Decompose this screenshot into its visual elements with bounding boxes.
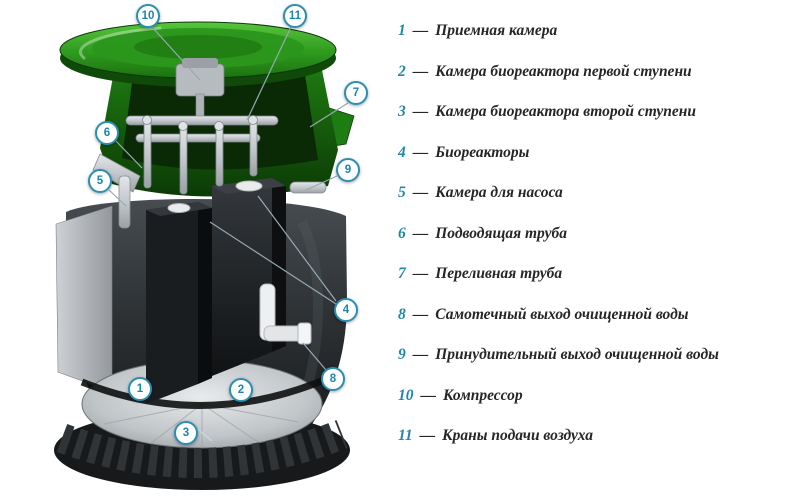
legend-item-9: 9 — Принудительный выход очищенной воды bbox=[398, 344, 796, 366]
legend-label: Принудительный выход очищенной воды bbox=[435, 346, 719, 363]
air-pipes bbox=[125, 115, 279, 195]
callout-number: 2 bbox=[237, 384, 245, 396]
legend-separator: — bbox=[412, 103, 429, 120]
callout-badge-6: 6 bbox=[95, 121, 119, 145]
legend-number: 1 bbox=[398, 22, 406, 39]
legend-item-8: 8 — Самотечный выход очищенной воды bbox=[398, 304, 796, 326]
callout-number: 11 bbox=[288, 10, 302, 22]
legend-number: 7 bbox=[398, 265, 406, 282]
gravity-outlet-pipe bbox=[259, 283, 312, 345]
legend-number: 8 bbox=[398, 305, 406, 323]
legend-number: 9 bbox=[398, 346, 406, 363]
legend-label: Камера биореактора второй ступени bbox=[435, 103, 696, 120]
septic-tank-illustration bbox=[54, 21, 355, 490]
compressor bbox=[175, 58, 225, 123]
legend-separator: — bbox=[412, 224, 429, 242]
legend-number: 10 bbox=[398, 386, 414, 404]
legend-item-11: 11 — Краны подачи воздуха bbox=[398, 425, 796, 447]
legend-separator: — bbox=[412, 346, 429, 363]
callout-number: 1 bbox=[136, 383, 144, 395]
legend-label: Биореакторы bbox=[435, 143, 530, 161]
air-valve-icon bbox=[142, 115, 152, 125]
callout-badge-10: 10 bbox=[136, 4, 160, 28]
legend-label: Подводящая труба bbox=[435, 224, 567, 242]
callout-badge-5: 5 bbox=[88, 169, 112, 193]
legend-number: 5 bbox=[398, 184, 406, 201]
legend-item-7: 7 — Переливная труба bbox=[398, 263, 796, 285]
legend-label: Переливная труба bbox=[435, 265, 563, 282]
legend-label: Камера биореактора первой ступени bbox=[435, 62, 692, 80]
legend-number: 3 bbox=[398, 103, 406, 120]
legend-label: Приемная камера bbox=[435, 22, 558, 39]
legend-label: Краны подачи воздуха bbox=[442, 427, 594, 444]
callout-badge-3: 3 bbox=[174, 421, 198, 445]
air-valve-icon bbox=[248, 115, 258, 125]
legend-number: 11 bbox=[398, 427, 413, 444]
air-valve-icon bbox=[178, 121, 188, 131]
callout-badge-7: 7 bbox=[344, 81, 368, 105]
callout-badge-11: 11 bbox=[283, 4, 307, 28]
callout-badge-4: 4 bbox=[334, 298, 358, 322]
bowl-rim bbox=[80, 376, 326, 409]
legend-label: Самотечный выход очищенной воды bbox=[435, 305, 689, 323]
legend-separator: — bbox=[412, 62, 429, 80]
callout-badge-2: 2 bbox=[229, 378, 253, 402]
legend-separator: — bbox=[412, 184, 429, 201]
callout-number: 7 bbox=[352, 87, 360, 99]
legend-separator: — bbox=[412, 143, 429, 161]
inlet-pipe bbox=[92, 153, 141, 229]
legend-separator: — bbox=[412, 265, 429, 282]
legend-separator: — bbox=[412, 305, 429, 323]
leader-lines bbox=[108, 26, 349, 442]
legend-separator: — bbox=[412, 22, 429, 39]
tank-lid bbox=[59, 21, 355, 197]
legend-label: Компрессор bbox=[443, 386, 523, 404]
callout-number: 6 bbox=[103, 127, 111, 139]
callout-number: 10 bbox=[141, 10, 155, 22]
legend-item-4: 4 — Биореакторы bbox=[398, 142, 796, 164]
callout-badge-8: 8 bbox=[321, 367, 345, 391]
legend-number: 2 bbox=[398, 62, 406, 80]
cutaway-panel bbox=[55, 205, 113, 393]
pump-chamber-pipe bbox=[118, 175, 131, 229]
callout-number: 5 bbox=[96, 175, 104, 187]
legend-item-3: 3 — Камера биореактора второй ступени bbox=[398, 101, 796, 123]
callout-number: 9 bbox=[344, 164, 352, 176]
legend-separator: — bbox=[420, 386, 437, 404]
legend-number: 6 bbox=[398, 224, 406, 242]
legend-label: Камера для насоса bbox=[435, 184, 563, 201]
callout-number: 4 bbox=[342, 304, 350, 316]
septic-tank-diagram: 1 2 3 4 5 6 7 8 9 10 11 bbox=[0, 0, 390, 500]
legend: 1 — Приемная камера 2 — Камера биореакто… bbox=[398, 20, 796, 447]
callout-number: 8 bbox=[329, 373, 337, 385]
legend-item-1: 1 — Приемная камера bbox=[398, 20, 796, 42]
legend-separator: — bbox=[419, 427, 436, 444]
legend-item-5: 5 — Камера для насоса bbox=[398, 182, 796, 204]
legend-item-10: 10 — Компрессор bbox=[398, 385, 796, 407]
base-ribs bbox=[56, 420, 348, 478]
callout-number: 3 bbox=[182, 427, 190, 439]
legend-number: 4 bbox=[398, 143, 406, 161]
legend-item-6: 6 — Подводящая труба bbox=[398, 223, 796, 245]
callout-badge-1: 1 bbox=[128, 377, 152, 401]
callout-badge-9: 9 bbox=[336, 158, 360, 182]
legend-item-2: 2 — Камера биореактора первой ступени bbox=[398, 61, 796, 83]
air-valve-icon bbox=[214, 121, 224, 131]
